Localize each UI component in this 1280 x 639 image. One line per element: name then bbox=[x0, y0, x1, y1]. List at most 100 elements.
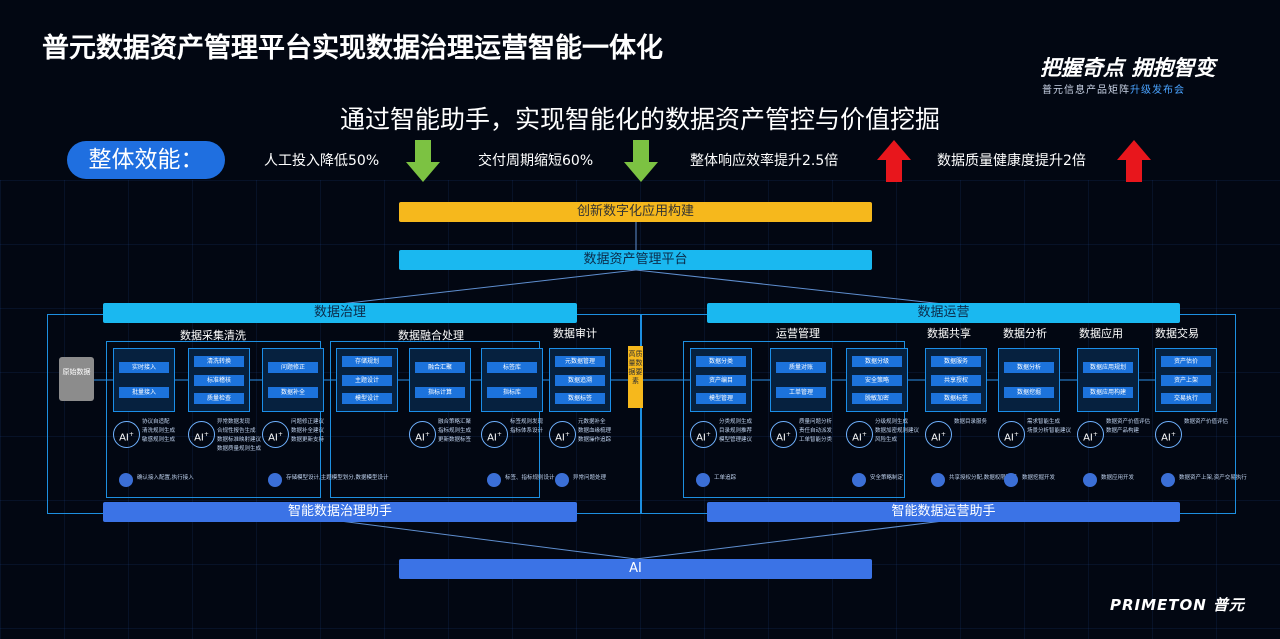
ai-note: 合规性报告生成 bbox=[217, 428, 256, 434]
ai-note: 融合策略汇聚 bbox=[438, 419, 472, 425]
brand-logo: PRIMETON 普元 bbox=[1110, 596, 1246, 614]
ai-note: 更新数据标签 bbox=[438, 437, 472, 443]
group-collection bbox=[106, 341, 321, 498]
operation-ai-notes: 数据资产价值评估数据产品构建 bbox=[1106, 418, 1150, 436]
operation-ai-notes: 分级规则生成数据加密规则建议风险生成 bbox=[875, 418, 919, 445]
ai-note: 场景分析智能建议 bbox=[1027, 428, 1072, 434]
operation-user-note: 数据应用开发 bbox=[1101, 475, 1135, 481]
platform-bar: 数据资产管理平台 bbox=[399, 250, 872, 270]
ai-note: 工单智能分类 bbox=[799, 437, 833, 443]
operation-chip: 模型管理 bbox=[696, 392, 746, 404]
operation-node-4: 数据分析数据挖掘 bbox=[998, 348, 1060, 412]
operation-node-3: 数据服务共享授权数据标签 bbox=[925, 348, 987, 412]
governance-ai-notes: 融合策略汇聚指标规则生成更新数据标签 bbox=[438, 418, 471, 445]
governance-chip: 指标库 bbox=[487, 386, 537, 398]
operation-chip: 数据分类 bbox=[696, 356, 746, 368]
arrow-down-icon bbox=[624, 140, 658, 182]
operation-node-0: 数据分类资产编目模型管理 bbox=[690, 348, 752, 412]
operation-node-2: 数据分级安全策略脱敏加密 bbox=[846, 348, 908, 412]
operation-chip: 安全策略 bbox=[852, 374, 902, 386]
governance-chip: 主题设计 bbox=[342, 374, 392, 386]
ai-note: 指标规则生成 bbox=[438, 428, 472, 434]
governance-node-3: 存储规划主题设计模型设计 bbox=[336, 348, 398, 412]
ai-assist-icon: AI+ bbox=[113, 421, 140, 448]
governance-ai-notes: 标签规则发现指标体系设计 bbox=[510, 418, 543, 436]
page-title: 普元数据资产管理平台实现数据治理运营智能一体化 bbox=[42, 33, 663, 64]
operation-chip: 数据挖掘 bbox=[1004, 386, 1054, 398]
ai-note: 分级规则生成 bbox=[875, 419, 909, 425]
operation-chip: 数据分级 bbox=[852, 356, 902, 368]
governance-user-note: 存储模型设计,主题模型划分,数据模型设计 bbox=[286, 475, 389, 481]
user-icon bbox=[487, 473, 501, 487]
high-quality-data-node: 高质量数据要素 bbox=[628, 346, 643, 408]
operation-chip: 数据分析 bbox=[1004, 362, 1054, 374]
governance-chip: 清洗转换 bbox=[194, 356, 244, 368]
ai-assist-icon: AI+ bbox=[690, 421, 717, 448]
operation-ai-notes: 数据目录服务 bbox=[954, 418, 987, 427]
ai-note: 敏感规则生成 bbox=[142, 437, 176, 443]
ai-note: 数据产品构建 bbox=[1106, 428, 1140, 434]
ai-note: 数据资产价值评估 bbox=[1184, 419, 1229, 425]
user-icon bbox=[1004, 473, 1018, 487]
ai-note: 数据操作追踪 bbox=[578, 437, 612, 443]
governance-node-6: 元数据管理数据追溯数据标签 bbox=[549, 348, 611, 412]
user-icon bbox=[268, 473, 282, 487]
operation-user-note: 共享授权分配,数据权限配置 bbox=[949, 475, 1017, 481]
operation-assistant-bar: 智能数据运营助手 bbox=[707, 502, 1180, 522]
operation-ai-notes: 需求智能生成场景分析智能建议 bbox=[1027, 418, 1071, 436]
governance-chip: 问题修正 bbox=[268, 362, 318, 374]
ai-assist-icon: AI+ bbox=[998, 421, 1025, 448]
event-subtitle: 普元信息产品矩阵升级发布会 bbox=[1042, 85, 1185, 96]
ai-note: 数据资产价值评估 bbox=[1106, 419, 1151, 425]
governance-bar: 数据治理 bbox=[103, 303, 577, 323]
ai-note: 数据质量规则生成 bbox=[217, 446, 262, 452]
section-audit: 数据审计 bbox=[553, 327, 597, 340]
operation-node-1: 质量对账工单管理 bbox=[770, 348, 832, 412]
governance-chip: 指标计算 bbox=[415, 386, 465, 398]
headline: 通过智能助手，实现智能化的数据资产管控与价值挖掘 bbox=[339, 105, 940, 134]
operation-bar: 数据运营 bbox=[707, 303, 1180, 323]
ai-note: 元数据补全 bbox=[578, 419, 606, 425]
section-trade: 数据交易 bbox=[1155, 327, 1199, 340]
operation-chip: 数据服务 bbox=[931, 356, 981, 368]
operation-chip: 资产估价 bbox=[1161, 356, 1211, 368]
user-icon bbox=[555, 473, 569, 487]
section-apps: 数据应用 bbox=[1079, 327, 1123, 340]
governance-node-5: 标签库指标库 bbox=[481, 348, 543, 412]
innovation-bar: 创新数字化应用构建 bbox=[399, 202, 872, 222]
section-op-mgmt: 运营管理 bbox=[776, 327, 820, 340]
governance-chip: 融合汇聚 bbox=[415, 362, 465, 374]
ai-note: 需求智能生成 bbox=[1027, 419, 1061, 425]
operation-chip: 交易执行 bbox=[1161, 392, 1211, 404]
event-slogan: 把握奇点 拥抱智变 bbox=[1040, 56, 1216, 80]
governance-chip: 数据追溯 bbox=[555, 374, 605, 386]
operation-chip: 工单管理 bbox=[776, 386, 826, 398]
governance-chip: 存储规划 bbox=[342, 356, 392, 368]
ai-assist-icon: AI+ bbox=[549, 421, 576, 448]
governance-ai-notes: 异常数据发现合规性报告生成数据标准映射建议数据质量规则生成 bbox=[217, 418, 261, 454]
ai-note: 分类规则生成 bbox=[719, 419, 753, 425]
user-icon bbox=[852, 473, 866, 487]
governance-user-note: 标签、指标规则设计 bbox=[505, 475, 555, 481]
operation-chip: 资产编目 bbox=[696, 374, 746, 386]
governance-user-note: 异常问题处理 bbox=[573, 475, 607, 481]
governance-chip: 标签库 bbox=[487, 362, 537, 374]
governance-node-4: 融合汇聚指标计算 bbox=[409, 348, 471, 412]
ai-assist-icon: AI+ bbox=[1155, 421, 1182, 448]
metric-quality: 数据质量健康度提升2倍 bbox=[937, 153, 1086, 169]
ai-assist-icon: AI+ bbox=[262, 421, 289, 448]
user-icon bbox=[1161, 473, 1175, 487]
governance-chip: 标准稽核 bbox=[194, 374, 244, 386]
ai-note: 数据标准映射建议 bbox=[217, 437, 262, 443]
ai-assist-icon: AI+ bbox=[770, 421, 797, 448]
ai-bar: AI bbox=[399, 559, 872, 579]
efficiency-label: 整体效能： bbox=[67, 141, 225, 179]
arrow-up-icon bbox=[877, 140, 911, 182]
arrow-up-icon bbox=[1117, 140, 1151, 182]
ai-note: 数据加密规则建议 bbox=[875, 428, 920, 434]
ai-assist-icon: AI+ bbox=[1077, 421, 1104, 448]
ai-assist-icon: AI+ bbox=[481, 421, 508, 448]
ai-note: 清洗规则生成 bbox=[142, 428, 176, 434]
operation-chip: 共享授权 bbox=[931, 374, 981, 386]
ai-note: 模型管理建议 bbox=[719, 437, 753, 443]
